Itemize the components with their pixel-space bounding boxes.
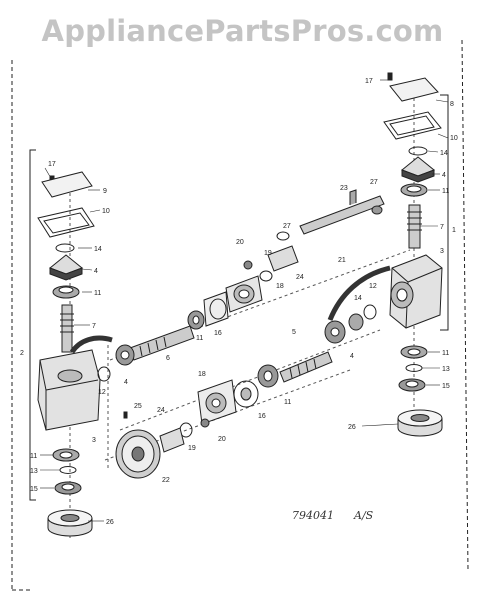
callout-7-right: 7 (440, 224, 444, 231)
callout-4-lower: 4 (350, 353, 354, 360)
bracket-1 (440, 94, 449, 331)
left-ring-14 (55, 243, 75, 253)
callout-14-right: 14 (440, 150, 448, 157)
left-cover-plate (41, 171, 93, 198)
callout-7-left: 7 (92, 323, 96, 330)
callout-17-right: 17 (365, 78, 373, 85)
callout-27-b: 27 (283, 223, 291, 230)
callout-16-lower: 16 (258, 413, 266, 420)
right-ring-14 (408, 146, 428, 156)
document-suffix: A/S (353, 509, 374, 522)
frame-right-line (461, 39, 469, 571)
callout-16-upper: 16 (214, 330, 222, 337)
coupler-24 (267, 245, 299, 272)
callout-5: 5 (292, 329, 296, 336)
callout-12-mid: 12 (369, 283, 377, 290)
callout-4-left: 4 (94, 268, 98, 275)
callout-13-right: 13 (442, 366, 450, 373)
callout-17-left: 17 (48, 161, 56, 168)
right-cover-plate (389, 77, 439, 102)
watermark: AppliancePartsPros.com (41, 14, 444, 48)
callout-4-upper: 4 (124, 379, 128, 386)
callout-3-right: 3 (440, 248, 444, 255)
upper-shaft-assembly (69, 189, 391, 382)
callout-14-mid: 14 (354, 295, 362, 302)
left-gasket (37, 207, 95, 238)
callout-23: 23 (340, 185, 348, 192)
callout-2: 2 (20, 350, 24, 357)
callout-18-upper: 18 (276, 283, 284, 290)
callout-25: 25 (134, 403, 142, 410)
callout-20-upper: 20 (236, 239, 244, 246)
document-code: 794041 (292, 509, 334, 522)
left-gearbox-stack (37, 171, 101, 537)
callout-11-lower: 11 (284, 399, 291, 406)
callout-24-upper: 24 (296, 274, 304, 281)
callout-9-left: 9 (103, 188, 107, 195)
callout-15-left: 15 (30, 486, 38, 493)
lower-shaft-assembly (115, 351, 333, 479)
callout-12-left: 12 (98, 389, 106, 396)
right-gearbox-stack (383, 72, 443, 437)
shaft-6 (129, 325, 195, 361)
callout-4-right: 4 (442, 172, 446, 179)
shaft-5 (279, 351, 333, 383)
callout-10-left: 10 (102, 208, 110, 215)
hose-right (327, 265, 391, 321)
ring-14-mid (363, 304, 377, 320)
right-gasket (383, 111, 442, 140)
callout-15-right: 15 (442, 383, 450, 390)
callout-21: 21 (338, 257, 346, 264)
bracket-2 (29, 149, 36, 501)
callout-10-right: 10 (450, 135, 458, 142)
hose-left (69, 335, 113, 354)
callout-11-left-b: 11 (30, 453, 37, 460)
callout-18-lower: 18 (198, 371, 206, 378)
bearing-plate-16 (209, 298, 227, 320)
left-gear-housing (37, 349, 101, 431)
callout-24-lower: 24 (157, 407, 165, 414)
callout-14-left: 14 (94, 246, 102, 253)
callout-11-upper: 11 (196, 335, 203, 342)
callout-19-upper: 19 (264, 250, 272, 257)
bearing-12-mid (348, 313, 364, 331)
splined-shaft-21 (299, 195, 385, 235)
bearing-12-left (97, 366, 111, 382)
callout-11-left-a: 11 (94, 290, 101, 297)
coupler-24-lower (159, 427, 185, 453)
callout-11-right-a: 11 (442, 188, 449, 195)
left-vertical-shaft (61, 304, 73, 353)
callout-11-right-b: 11 (442, 350, 449, 357)
callout-22: 22 (162, 477, 170, 484)
callout-20-lower: 20 (218, 436, 226, 443)
right-vertical-shaft (408, 204, 421, 249)
callout-19-lower: 19 (188, 445, 196, 452)
callout-6: 6 (166, 355, 170, 362)
callout-26-right: 26 (348, 424, 356, 431)
callout-27-a: 27 (370, 179, 378, 186)
left-ring-13 (59, 466, 77, 474)
callout-labels: 1 2 17 8 10 14 4 11 7 3 11 13 15 26 17 9… (20, 78, 458, 526)
callout-26-left: 26 (106, 519, 114, 526)
callout-13-left: 13 (30, 468, 38, 475)
callout-1: 1 (452, 227, 456, 234)
callout-8-right: 8 (450, 101, 454, 108)
callout-3-left: 3 (92, 437, 96, 444)
